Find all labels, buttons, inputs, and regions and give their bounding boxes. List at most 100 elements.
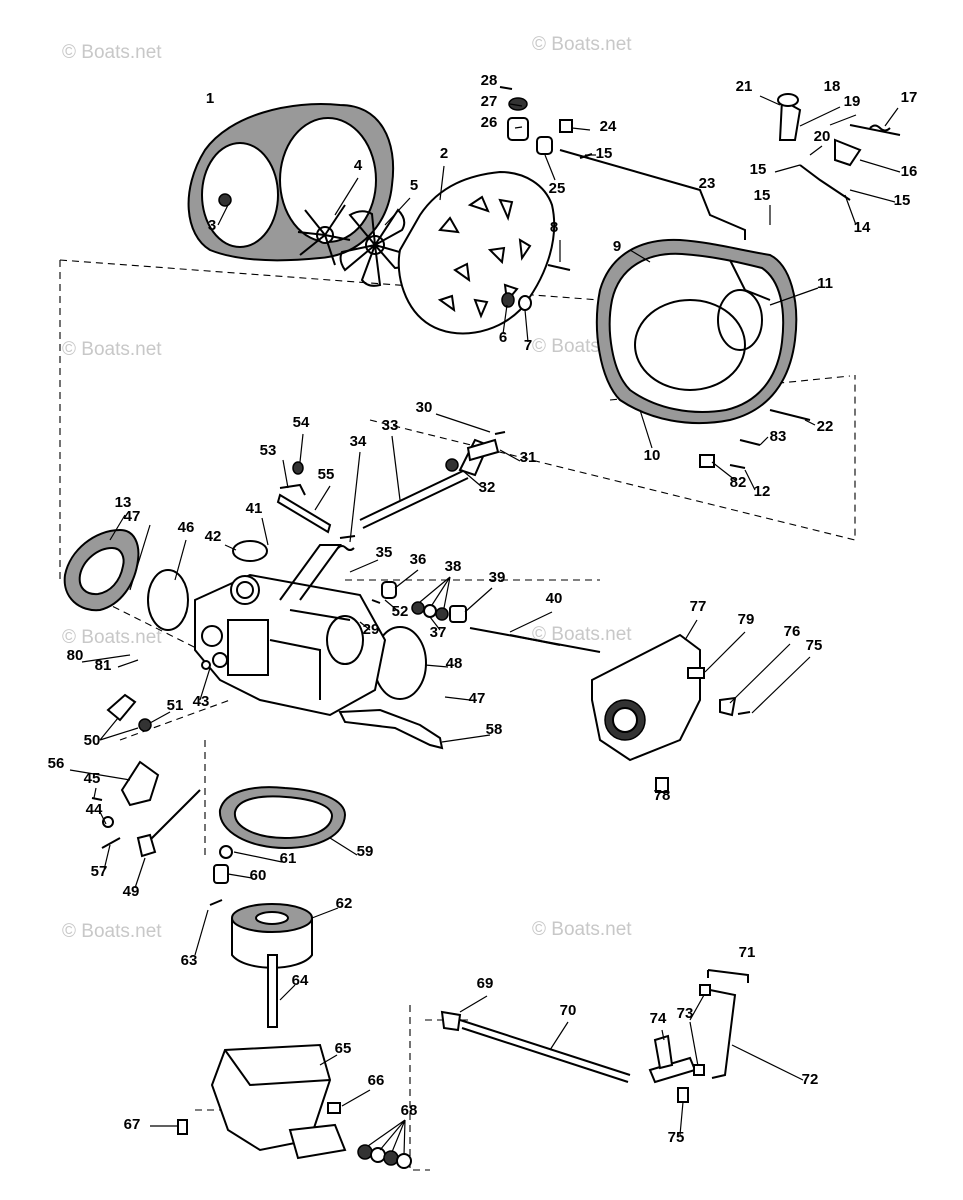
- linkage-upper: [499, 86, 901, 240]
- part-callout-p57: 57: [91, 863, 108, 880]
- part-callout-p2: 2: [440, 145, 448, 162]
- part-callout-p15d: 15: [894, 192, 911, 209]
- watermark: © Boats.net: [62, 339, 162, 360]
- part-callout-p68: 68: [401, 1102, 418, 1119]
- part-callout-p14: 14: [854, 219, 871, 236]
- part-callout-p48: 48: [446, 655, 463, 672]
- gasket-13: [63, 528, 140, 612]
- part-callout-p27: 27: [481, 93, 498, 110]
- part-callout-p75b: 75: [668, 1129, 685, 1146]
- part-callout-p46: 46: [178, 519, 195, 536]
- watermark: © Boats.net: [532, 919, 632, 940]
- watermark: © Boats.net: [532, 624, 632, 645]
- part-callout-p49: 49: [123, 883, 140, 900]
- part-callout-p58: 58: [486, 721, 503, 738]
- part-callout-p50: 50: [84, 732, 101, 749]
- carburetor-body: [194, 544, 387, 717]
- part-callout-p18: 18: [824, 78, 841, 95]
- part-callout-p5: 5: [410, 177, 418, 194]
- diaphragms: [147, 540, 427, 700]
- part-callout-p65: 65: [335, 1040, 352, 1057]
- part-callout-p72: 72: [802, 1071, 819, 1088]
- part-callout-p53: 53: [260, 442, 277, 459]
- part-callout-p24: 24: [600, 118, 617, 135]
- watermark: © Boats.net: [62, 627, 162, 648]
- part-callout-p55: 55: [318, 466, 335, 483]
- part-callout-p73: 73: [677, 1005, 694, 1022]
- part-callout-p43: 43: [193, 693, 210, 710]
- part-callout-p79: 79: [738, 611, 755, 628]
- part-callout-p32: 32: [479, 479, 496, 496]
- lever-55: [276, 461, 332, 534]
- part-callout-p7: 7: [524, 337, 532, 354]
- shaft-64: [267, 954, 278, 1028]
- part-callout-p19: 19: [844, 93, 861, 110]
- part-callout-p59: 59: [357, 843, 374, 860]
- part-callout-p67: 67: [124, 1116, 141, 1133]
- part-callout-p36: 36: [410, 551, 427, 568]
- plate-2: [397, 170, 556, 335]
- part-callout-p74: 74: [650, 1010, 667, 1027]
- part-callout-p41: 41: [246, 500, 263, 517]
- part-callout-p83: 83: [770, 428, 787, 445]
- lever-58: [338, 708, 444, 750]
- part-callout-p66: 66: [368, 1072, 385, 1089]
- part-callout-p42: 42: [205, 528, 222, 545]
- part-callout-p20: 20: [814, 128, 831, 145]
- part-callout-p56: 56: [48, 755, 65, 772]
- float-bowl-65: [177, 1043, 412, 1169]
- part-callout-p39: 39: [489, 569, 506, 586]
- gasket-59: [218, 786, 347, 850]
- part-callout-p82: 82: [730, 474, 747, 491]
- part-callout-p69: 69: [477, 975, 494, 992]
- part-callout-p78: 78: [654, 787, 671, 804]
- part-callout-p75a: 75: [806, 637, 823, 654]
- part-callout-p15b: 15: [750, 161, 767, 178]
- watermark: © Boats.net: [62, 42, 162, 63]
- watermarks: © Boats.net © Boats.net © Boats.net © Bo…: [62, 34, 632, 942]
- cover-9: [595, 238, 798, 425]
- part-callout-p21: 21: [736, 78, 753, 95]
- watermark: © Boats.net: [62, 921, 162, 942]
- part-callout-p62: 62: [336, 895, 353, 912]
- part-callout-p76: 76: [784, 623, 801, 640]
- part-callout-p3: 3: [208, 217, 216, 234]
- part-callout-p47a: 47: [124, 508, 141, 525]
- part-callout-p71: 71: [739, 944, 756, 961]
- part-callout-p54: 54: [293, 414, 310, 431]
- part-callout-p52: 52: [392, 603, 409, 620]
- part-callout-p37: 37: [430, 624, 447, 641]
- part-callout-p47b: 47: [469, 690, 486, 707]
- needle-valve-40: [201, 581, 601, 670]
- part-callout-p13: 13: [115, 494, 132, 511]
- part-callout-p61: 61: [280, 850, 297, 867]
- part-callout-p51: 51: [167, 697, 184, 714]
- part-callout-p35: 35: [376, 544, 393, 561]
- part-callout-p11: 11: [817, 275, 833, 292]
- part-callout-p10: 10: [644, 447, 661, 464]
- part-callout-p4: 4: [354, 157, 363, 174]
- part-callout-p44: 44: [86, 801, 103, 818]
- part-callout-p80: 80: [67, 647, 84, 664]
- part-callout-p63: 63: [181, 952, 198, 969]
- part-callout-p81: 81: [95, 657, 112, 674]
- part-callout-p26: 26: [481, 114, 498, 131]
- levers-50-56: [91, 693, 201, 858]
- needle-70: [440, 1010, 631, 1083]
- part-callout-p9: 9: [613, 238, 621, 255]
- part-callout-p12: 12: [754, 483, 771, 500]
- rotor-5: [339, 208, 412, 287]
- gasket-1: [187, 103, 395, 262]
- part-callout-p38: 38: [445, 558, 462, 575]
- part-callout-p22: 22: [817, 418, 834, 435]
- part-callout-p8: 8: [550, 219, 558, 236]
- part-callout-p34: 34: [350, 433, 367, 450]
- part-callout-p33: 33: [382, 417, 399, 434]
- part-callout-p64: 64: [292, 972, 309, 989]
- part-callout-p29: 29: [363, 621, 380, 638]
- linkage-72-75: [648, 969, 749, 1103]
- part-callout-p16: 16: [901, 163, 918, 180]
- hardware-plate: [501, 264, 811, 469]
